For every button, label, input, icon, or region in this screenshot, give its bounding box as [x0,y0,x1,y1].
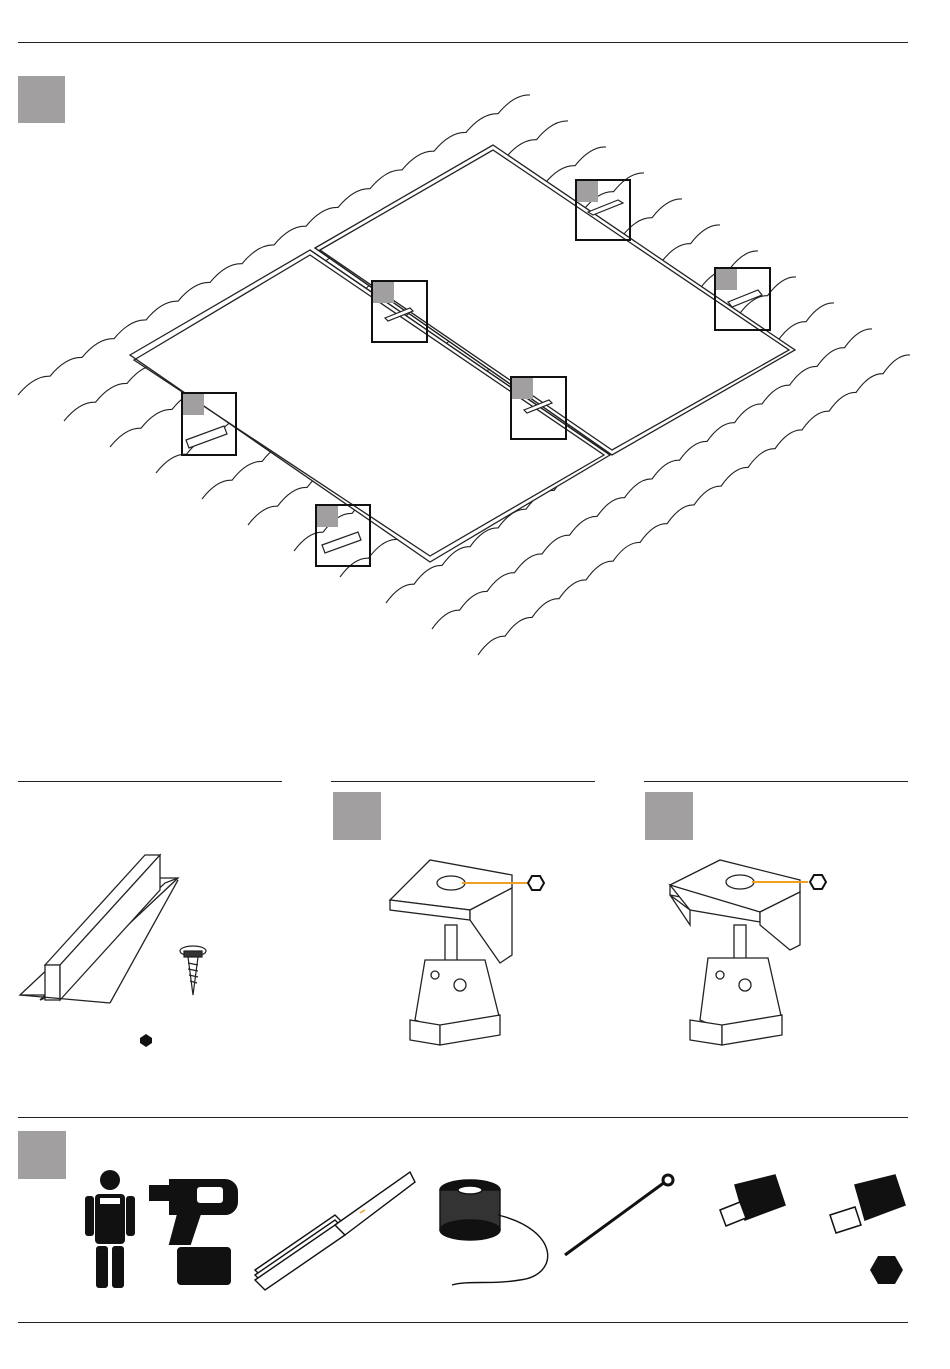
hex-socket-bit-icon [830,1175,905,1233]
tools-hex-icon [870,1256,903,1284]
socket-bit-icon [720,1175,785,1226]
bottom-rule [18,1322,908,1323]
installer-figure-icon [85,1170,135,1288]
cable-spool-icon [440,1180,548,1285]
cordless-drill-icon [150,1180,237,1284]
torque-wrench-icon [565,1175,673,1255]
folding-ruler-icon [255,1172,415,1290]
